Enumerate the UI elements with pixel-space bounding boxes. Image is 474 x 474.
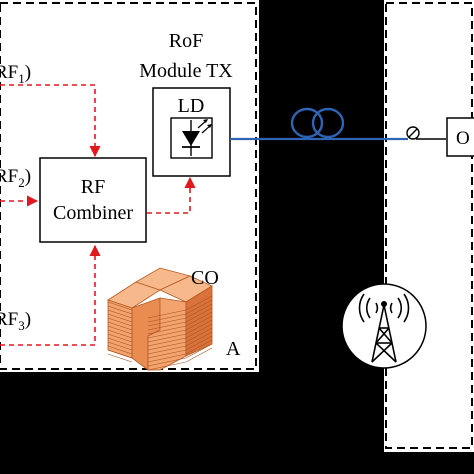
ld-label: LD xyxy=(178,95,205,117)
diode-triangle-icon xyxy=(182,131,200,146)
rof-module-label-line2: Module TX xyxy=(139,60,233,82)
rf-combiner-box xyxy=(39,157,147,243)
antenna-tip xyxy=(381,301,387,307)
output-box xyxy=(446,117,474,157)
remote-panel xyxy=(384,0,474,452)
rf3-path xyxy=(0,244,101,346)
combiner-to-ld-path xyxy=(147,176,196,214)
output-label: O xyxy=(456,128,470,149)
input-label-rf2: RF2) xyxy=(0,166,31,190)
antenna-tower-icon xyxy=(358,293,410,363)
emission-arrowhead-2 xyxy=(207,124,212,128)
building-floor-lines xyxy=(107,295,213,371)
rf-combiner-label-line1: RF xyxy=(81,176,105,198)
emission-arrowhead-1 xyxy=(203,119,208,123)
rf-combiner-label-line2: Combiner xyxy=(53,202,133,224)
antenna-circle xyxy=(341,283,427,369)
input-label-rf1: RF1) xyxy=(0,62,31,86)
rf1-path xyxy=(0,84,101,158)
co-label: CO xyxy=(191,267,219,289)
connector-slash xyxy=(408,128,418,138)
remote-panel-border xyxy=(385,2,473,449)
corner-label-a: A xyxy=(226,338,241,360)
input-label-rf3: RF3) xyxy=(0,309,31,333)
fiber-spool-icon xyxy=(290,107,345,139)
rof-module-label-line1: RoF xyxy=(169,30,203,52)
